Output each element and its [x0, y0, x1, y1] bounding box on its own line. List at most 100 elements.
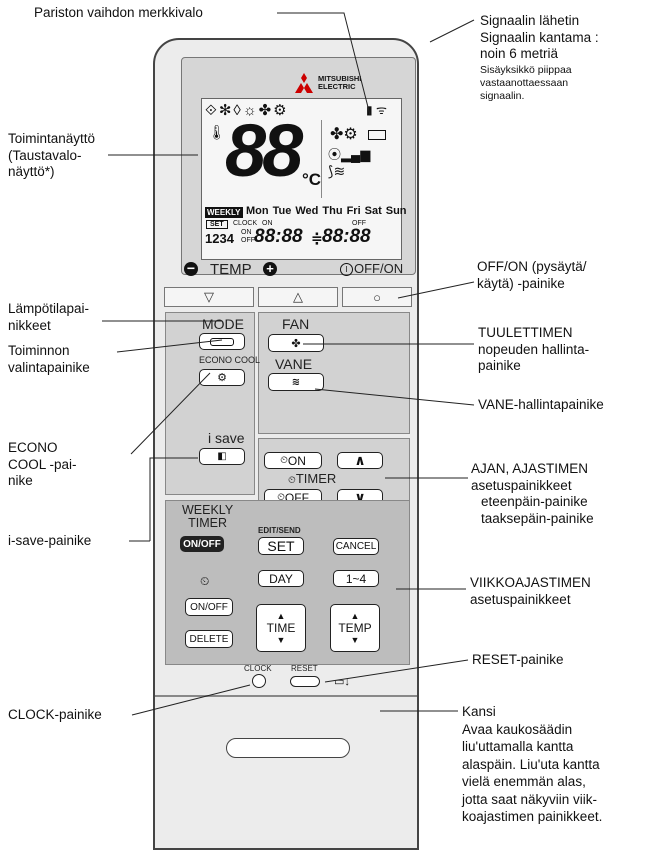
- weekly-line-2: asetuspainikkeet: [470, 591, 571, 607]
- temp-down-button[interactable]: ▽: [164, 287, 254, 307]
- signal-line-2: Signaalin kantama :: [480, 29, 599, 45]
- circle-icon: ○: [373, 289, 381, 305]
- vane-button[interactable]: ≋: [268, 373, 324, 391]
- time-button[interactable]: ▲TIME▼: [256, 604, 306, 652]
- arrow-down-icon-2: ▼: [350, 635, 360, 645]
- edit-send-label: EDIT/SEND: [258, 526, 301, 535]
- temp-buttons-line-2: nikkeet: [8, 317, 51, 333]
- power-icon: I: [340, 263, 353, 276]
- range-button[interactable]: 1~4: [333, 570, 379, 587]
- mode-button-line-1: Toiminnon: [8, 343, 70, 358]
- weekday-row: Mon Tue Wed Thu Fri Sat Sun: [246, 205, 407, 217]
- label-vane-button: VANE-hallintapainike: [478, 397, 604, 412]
- day-tue: Tue: [272, 205, 292, 217]
- cover-line-1: Kansi: [462, 704, 496, 719]
- label-battery-indicator: Pariston vaihdon merkkivalo: [34, 5, 203, 20]
- timer-line-4: taaksepäin-painike: [481, 510, 594, 526]
- isave-label: i save: [208, 430, 245, 446]
- chevron-down-icon: ∨: [354, 489, 366, 505]
- timer-text: TIMER: [295, 471, 337, 486]
- auto-mode-icon: ⟐: [205, 102, 219, 119]
- time-right: 88:88: [322, 226, 371, 247]
- fan-button-line-2: nopeuden hallinta-: [478, 341, 590, 357]
- offon-line-1: OFF/ON (pysäytä/: [477, 259, 587, 274]
- weekly-timer-label: WEEKLY TIMER: [182, 504, 233, 530]
- fan-button-line-3: painike: [478, 358, 521, 373]
- econo-cool-button[interactable]: ⚙: [199, 369, 245, 386]
- offon-line-2: käytä) -painike: [477, 275, 565, 291]
- timer-label: ⏲TIMER: [288, 471, 336, 486]
- operation-display-line-1: Toimintanäyttö: [8, 131, 96, 146]
- vane-icon: ≋: [291, 376, 301, 388]
- brand-line-2: ELECTRIC: [318, 82, 356, 91]
- isave-button[interactable]: ◧: [199, 448, 245, 465]
- temp-up-button[interactable]: △: [258, 287, 338, 307]
- clock-button[interactable]: [252, 674, 266, 688]
- econo-cool-line-1: ECONO: [8, 440, 58, 455]
- brand-line-1: MITSUBISHI: [318, 74, 362, 83]
- day-sun: Sun: [385, 205, 407, 217]
- timer-on-button[interactable]: ⏲ON: [264, 452, 322, 469]
- label-timer-buttons: AJAN, AJASTIMEN asetuspainikkeet eteenpä…: [471, 461, 594, 527]
- program-numbers: 1234: [205, 231, 234, 246]
- signal-line-1: Signaalin lähetin: [480, 13, 580, 28]
- vane-icon: ⟆≋: [328, 163, 346, 179]
- lcd-on-label: ON: [262, 220, 273, 227]
- label-offon-button: OFF/ON (pysäytä/ käytä) -painike: [477, 259, 587, 292]
- temp-setting-button[interactable]: ▲TEMP▼: [330, 604, 380, 652]
- cover-line-2: Avaa kaukosäädin: [462, 721, 573, 737]
- label-weekly-timer-buttons: VIIKKOAJASTIMEN asetuspainikkeet: [470, 575, 591, 608]
- offon-button[interactable]: ○: [342, 287, 412, 307]
- mode-label: MODE: [202, 316, 244, 332]
- econo-cool-label: ECONO COOL: [199, 355, 261, 365]
- temperature-digits: 88: [225, 109, 303, 192]
- timer-clock-icon: ⏲: [288, 475, 296, 486]
- cancel-button[interactable]: CANCEL: [333, 538, 379, 555]
- delete-button[interactable]: DELETE: [185, 630, 233, 648]
- reset-button[interactable]: [290, 676, 320, 687]
- fan-label: FAN: [282, 316, 310, 332]
- offon-label: OFF/ON: [354, 261, 404, 276]
- day-button[interactable]: DAY: [258, 570, 304, 587]
- operation-display: [201, 98, 402, 260]
- fan-button[interactable]: ✤: [268, 334, 324, 352]
- fan-level-icon: ⦿▂▄▆: [328, 147, 371, 162]
- isave-mode-icon: ⚙: [273, 102, 289, 119]
- arrow-down-icon: ▼: [276, 635, 286, 645]
- signal-note-2: vastaanottaessaan: [480, 77, 569, 89]
- signal-line-3: noin 6 metriä: [480, 46, 559, 61]
- weekly-onoff-button[interactable]: ON/OFF: [180, 536, 224, 552]
- triangle-up-icon: △: [293, 289, 303, 304]
- onoff-button[interactable]: ON/OFF: [185, 598, 233, 616]
- label-cover: Kansi Avaa kaukosäädin liu'uttamalla kan…: [462, 703, 602, 826]
- clock-label: CLOCK: [244, 664, 272, 673]
- timer-line-3: eteenpäin-painike: [481, 494, 588, 509]
- chevron-up-icon: ∧: [354, 452, 366, 468]
- thermometer-icon: 🌡: [208, 124, 226, 140]
- time-text: TIME: [266, 621, 296, 635]
- temp-plus-icon: +: [263, 262, 277, 276]
- battery-icon: ▮: [366, 103, 373, 117]
- heat-mode-icon: ☼: [242, 102, 259, 119]
- day-thu: Thu: [322, 205, 343, 217]
- label-operation-display: Toimintanäyttö (Taustavalo- näyttö*): [8, 131, 95, 181]
- mode-button-line-2: valintapainike: [8, 359, 90, 375]
- set-button[interactable]: SET: [258, 537, 304, 555]
- econo-cool-line-2: COOL -pai-: [8, 456, 77, 472]
- fan-mode-icon: ✤: [258, 102, 274, 119]
- vane-label: VANE: [275, 356, 313, 372]
- time-forward-button[interactable]: ∧: [337, 452, 383, 469]
- battery-low-icon: [368, 130, 386, 140]
- fan-button-line-1: TUULETTIMEN: [478, 325, 573, 340]
- label-mode-button: Toiminnon valintapainike: [8, 343, 90, 376]
- triangle-down-icon: ▽: [204, 289, 214, 304]
- label-reset-button: RESET-painike: [472, 652, 564, 667]
- day-wed: Wed: [295, 205, 319, 217]
- lcd-clock-label: CLOCK: [233, 220, 258, 227]
- lcd-on-small: ON: [241, 229, 252, 236]
- day-mon: Mon: [246, 205, 269, 217]
- brand-name: MITSUBISHI ELECTRIC: [318, 75, 361, 91]
- timer-line-1: AJAN, AJASTIMEN: [471, 461, 589, 476]
- mitsubishi-logo-icon: [293, 73, 315, 93]
